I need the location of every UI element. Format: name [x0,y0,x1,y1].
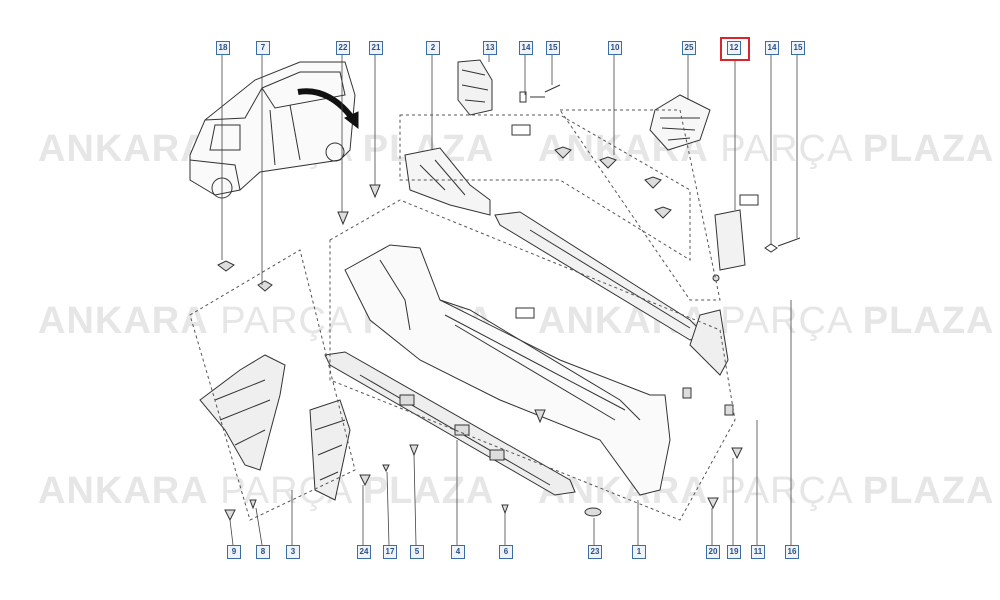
lower-beam [324,351,576,496]
clip-box-25 [649,94,711,151]
callout-19[interactable]: 19 [727,545,741,559]
callout-20[interactable]: 20 [706,545,720,559]
callout-6[interactable]: 6 [499,545,513,559]
callout-5[interactable]: 5 [410,545,424,559]
callout-24[interactable]: 24 [357,545,371,559]
callout-21[interactable]: 21 [369,41,383,55]
callout-22[interactable]: 22 [336,41,350,55]
callout-14[interactable]: 14 [519,41,533,55]
callout-11[interactable]: 11 [751,545,765,559]
callout-23[interactable]: 23 [588,545,602,559]
callout-15[interactable]: 15 [546,41,560,55]
bracket-12 [714,209,746,271]
side-bracket-3 [199,354,286,471]
callout-12-highlighted[interactable]: 12 [727,41,741,55]
bumper-cover [344,244,671,496]
callout-17[interactable]: 17 [383,545,397,559]
callout-3[interactable]: 3 [286,545,300,559]
callout-1[interactable]: 1 [632,545,646,559]
label-tag-13 [511,124,531,136]
callout-25[interactable]: 25 [682,41,696,55]
callout-15-right[interactable]: 15 [791,41,805,55]
callout-8[interactable]: 8 [256,545,270,559]
callout-10[interactable]: 10 [608,41,622,55]
corner-piece-right [689,309,729,376]
callout-2[interactable]: 2 [426,41,440,55]
van-illustration [189,61,356,199]
callout-18[interactable]: 18 [216,41,230,55]
callout-9[interactable]: 9 [227,545,241,559]
callout-14-right[interactable]: 14 [765,41,779,55]
highlight-frame [720,37,750,61]
callout-4[interactable]: 4 [451,545,465,559]
callout-13[interactable]: 13 [483,41,497,55]
callout-7[interactable]: 7 [256,41,270,55]
absorber-upper [404,147,491,216]
callout-16[interactable]: 16 [785,545,799,559]
